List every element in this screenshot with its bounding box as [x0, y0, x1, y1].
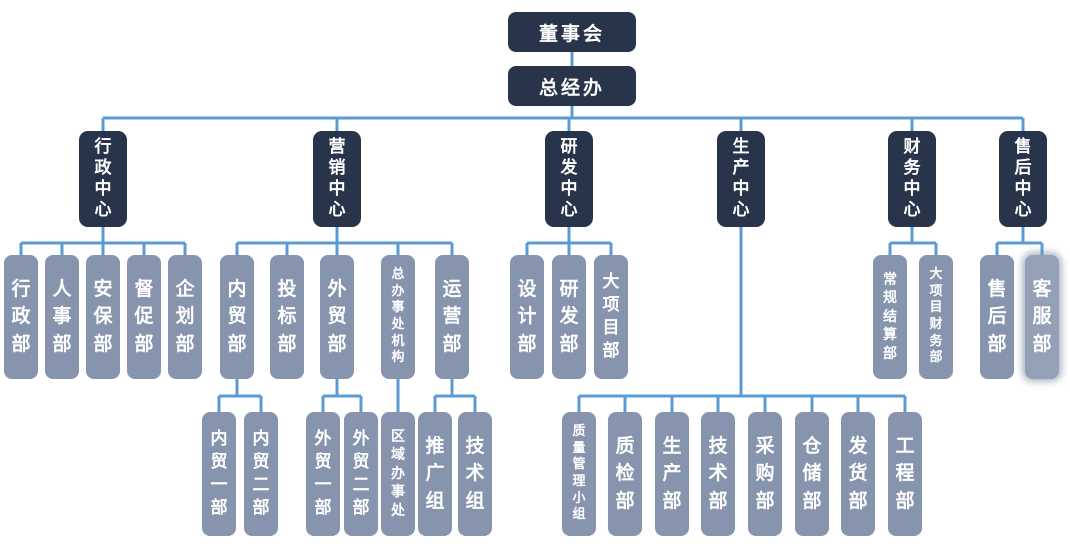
node-tech-dept[interactable]: 技术部	[701, 412, 735, 536]
node-marketing-center[interactable]: 营销中心	[313, 131, 361, 227]
connector-production-center	[577, 227, 907, 413]
node-major-project-dept[interactable]: 大项目部	[594, 255, 628, 379]
node-head-office-agency[interactable]: 总办事处机构	[381, 255, 415, 379]
node-foreign-trade-dept[interactable]: 外贸部	[320, 255, 354, 379]
node-qc-dept[interactable]: 质检部	[608, 412, 642, 536]
node-foreign-trade-1[interactable]: 外贸一部	[306, 412, 340, 536]
node-hr-dept[interactable]: 人事部	[45, 255, 79, 379]
node-production-dept[interactable]: 生产部	[655, 412, 689, 536]
node-warehouse-dept[interactable]: 仓储部	[795, 412, 829, 536]
node-domestic-trade-dept[interactable]: 内贸部	[220, 255, 254, 379]
node-major-project-finance-dept[interactable]: 大项目财务部	[919, 255, 953, 379]
connector-admin-center	[19, 227, 187, 256]
node-general-manager-office[interactable]: 总经办	[508, 66, 636, 106]
node-engineering-dept[interactable]: 工程部	[888, 412, 922, 536]
node-customer-service-dept[interactable]: 客服部	[1025, 255, 1059, 379]
node-bidding-dept[interactable]: 投标部	[270, 255, 304, 379]
node-shipping-dept[interactable]: 发货部	[841, 412, 875, 536]
node-finance-center[interactable]: 财务中心	[888, 131, 936, 227]
node-purchasing-dept[interactable]: 采购部	[748, 412, 782, 536]
node-admin-center[interactable]: 行政中心	[79, 131, 127, 227]
node-operations-dept[interactable]: 运营部	[435, 255, 469, 379]
node-rd-dept[interactable]: 研发部	[552, 255, 586, 379]
connector-top-level	[101, 52, 1025, 132]
connector-marketing-center	[235, 227, 454, 256]
node-admin-dept[interactable]: 行政部	[4, 255, 38, 379]
connector-rd-center	[525, 227, 613, 256]
node-rd-center[interactable]: 研发中心	[545, 131, 593, 227]
node-foreign-trade-2[interactable]: 外贸二部	[344, 412, 378, 536]
node-aftersales-center[interactable]: 售后中心	[999, 131, 1047, 227]
node-planning-dept[interactable]: 企划部	[168, 255, 202, 379]
node-design-dept[interactable]: 设计部	[510, 255, 544, 379]
connector-finance-center	[888, 227, 938, 256]
node-board-of-directors[interactable]: 董事会	[508, 12, 636, 52]
node-supervision-dept[interactable]: 督促部	[127, 255, 161, 379]
node-aftersales-dept[interactable]: 售后部	[980, 255, 1014, 379]
node-regional-office[interactable]: 区域办事处	[381, 412, 415, 536]
node-domestic-trade-2[interactable]: 内贸二部	[244, 412, 278, 536]
node-promotion-group[interactable]: 推广组	[418, 412, 452, 536]
node-security-dept[interactable]: 安保部	[86, 255, 120, 379]
node-regular-settlement-dept[interactable]: 常规结算部	[873, 255, 907, 379]
connector-foreign-trade	[321, 379, 363, 413]
connector-aftersales-center	[995, 227, 1044, 256]
node-tech-group[interactable]: 技术组	[458, 412, 492, 536]
connector-operations	[433, 379, 477, 413]
node-production-center[interactable]: 生产中心	[717, 131, 765, 227]
node-quality-mgmt-group[interactable]: 质量管理小组	[562, 412, 596, 536]
connector-domestic-trade	[217, 379, 263, 413]
node-domestic-trade-1[interactable]: 内贸一部	[202, 412, 236, 536]
